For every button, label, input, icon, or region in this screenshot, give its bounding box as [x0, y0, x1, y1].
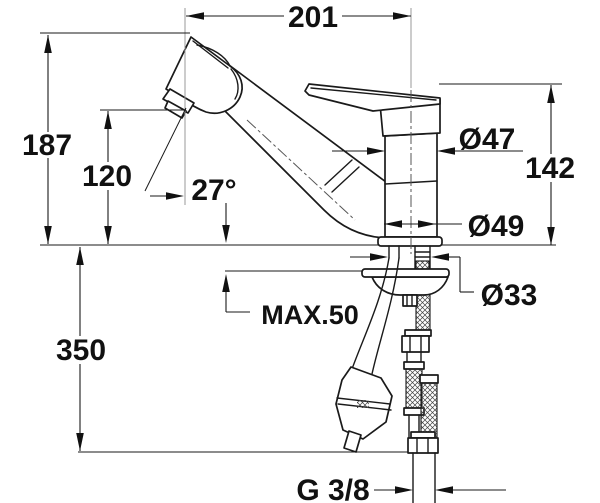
- mounting-flange: [361, 268, 450, 307]
- spray-head: [162, 36, 243, 119]
- projection-lines: [184, 8, 412, 254]
- dimension-dia33: [350, 253, 474, 293]
- supply-pipe: [407, 431, 439, 503]
- dimension-187: [40, 32, 190, 244]
- dim-label-142: 142: [525, 152, 575, 185]
- g38-nut: [407, 437, 439, 454]
- dim-label-dia49: Ø49: [468, 210, 525, 243]
- dimension-max50: [222, 203, 250, 313]
- dim-label-g38: G 3/8: [296, 474, 369, 503]
- pull-out-hose: [351, 245, 400, 375]
- dimension-201: [186, 12, 411, 20]
- dimension-27deg: [144, 107, 187, 200]
- hose-clamp: [402, 294, 418, 307]
- dim-label-120: 120: [82, 160, 132, 193]
- dim-label-max50: MAX.50: [261, 300, 359, 330]
- dimension-142: [439, 83, 562, 245]
- dimension-120: [100, 109, 186, 244]
- base-flange: [377, 236, 443, 247]
- counterweight: [335, 366, 393, 453]
- supply-hose-column: [401, 329, 439, 441]
- dim-label-187: 187: [22, 129, 72, 162]
- dimension-dia49: [384, 220, 462, 228]
- dim-label-350: 350: [56, 334, 106, 367]
- hex-union: [401, 335, 430, 353]
- dimension-350: [76, 247, 84, 451]
- aerator: [162, 88, 195, 114]
- handle-lever: [304, 83, 441, 137]
- dim-label-27deg: 27°: [191, 174, 236, 207]
- dim-label-dia47: Ø47: [459, 123, 516, 156]
- dimension-dia47: [332, 147, 523, 155]
- dim-label-dia33: Ø33: [481, 279, 538, 312]
- dimension-g38: [374, 486, 506, 494]
- faucet-drawing: [162, 36, 450, 503]
- dimension-labels: 201 187 120 27° Ø47 142 Ø49 Ø33 MAX.50 3…: [22, 1, 575, 503]
- reference-lines: [40, 244, 556, 453]
- counterweight-nozzle: [343, 430, 362, 453]
- spout-centerline: [246, 119, 356, 221]
- lever-blade: [304, 83, 441, 112]
- dim-label-201: 201: [288, 1, 338, 34]
- dimension-lines: [40, 12, 562, 494]
